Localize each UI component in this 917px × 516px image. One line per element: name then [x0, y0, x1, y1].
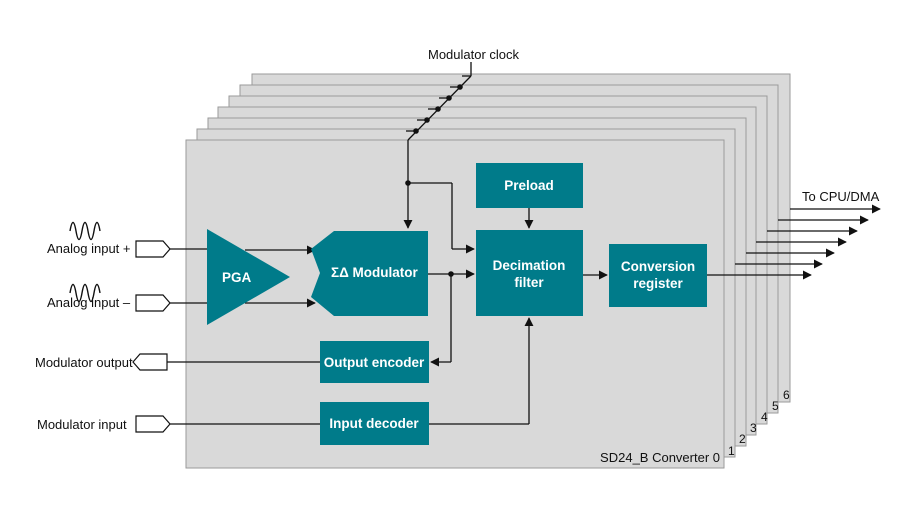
input-decoder-label: Input decoder: [329, 416, 419, 431]
sine-wave-icon: [69, 221, 101, 241]
cpu-dma-output-wires: [707, 204, 881, 280]
conversion-label-line2: register: [633, 276, 683, 291]
converter-number-6: 6: [783, 388, 790, 402]
input-pin-icon: [135, 294, 171, 312]
converter-number-3: 3: [750, 421, 757, 435]
modulator-clock-bus: [406, 62, 472, 141]
analog-wires: [170, 245, 316, 308]
output-pin-icon: [132, 353, 168, 371]
converter-number-4: 4: [761, 410, 768, 424]
modulator-clock-label: Modulator clock: [428, 47, 520, 62]
analog-input-minus-pin: [135, 294, 171, 312]
modulator-output-pin: [132, 353, 168, 371]
input-pin-icon: [135, 240, 171, 258]
pga-block: PGA: [207, 229, 290, 325]
to-cpu-dma-label: To CPU/DMA: [802, 189, 880, 204]
converter-number-2: 2: [739, 432, 746, 446]
analog-input-plus-label: Analog input +: [47, 241, 130, 256]
sine-wave-icon: [69, 283, 101, 303]
sigma-delta-modulator-block: ΣΔ Modulator: [311, 231, 428, 316]
clock-wires: [403, 140, 475, 254]
modulator-label: ΣΔ Modulator: [331, 265, 419, 280]
preload-label: Preload: [504, 178, 554, 193]
analog-input-plus-pin: [135, 240, 171, 258]
modulator-input-label: Modulator input: [37, 417, 127, 432]
modulator-output-label: Modulator output: [35, 355, 133, 370]
decimation-label-line1: Decimation: [493, 258, 566, 273]
conversion-label-line1: Conversion: [621, 259, 695, 274]
decimation-filter-block: Decimation filter: [476, 230, 583, 316]
preload-block: Preload: [476, 163, 583, 208]
output-encoder-label: Output encoder: [324, 355, 425, 370]
pga-label: PGA: [222, 270, 252, 285]
decimation-label-line2: filter: [514, 275, 544, 290]
analog-input-minus-label: Analog input –: [47, 295, 131, 310]
input-pin-icon: [135, 415, 171, 433]
converter-number-5: 5: [772, 399, 779, 413]
converter-name-label: SD24_B Converter 0: [600, 450, 720, 465]
input-decoder-block: Input decoder: [320, 402, 429, 445]
decoder-to-filter-wire: [429, 317, 534, 425]
converter-number-1: 1: [728, 444, 735, 458]
output-encoder-block: Output encoder: [320, 341, 429, 383]
conversion-register-block: Conversion register: [609, 244, 707, 307]
modulator-input-pin: [135, 415, 171, 433]
modulator-output-wires: [428, 269, 475, 367]
